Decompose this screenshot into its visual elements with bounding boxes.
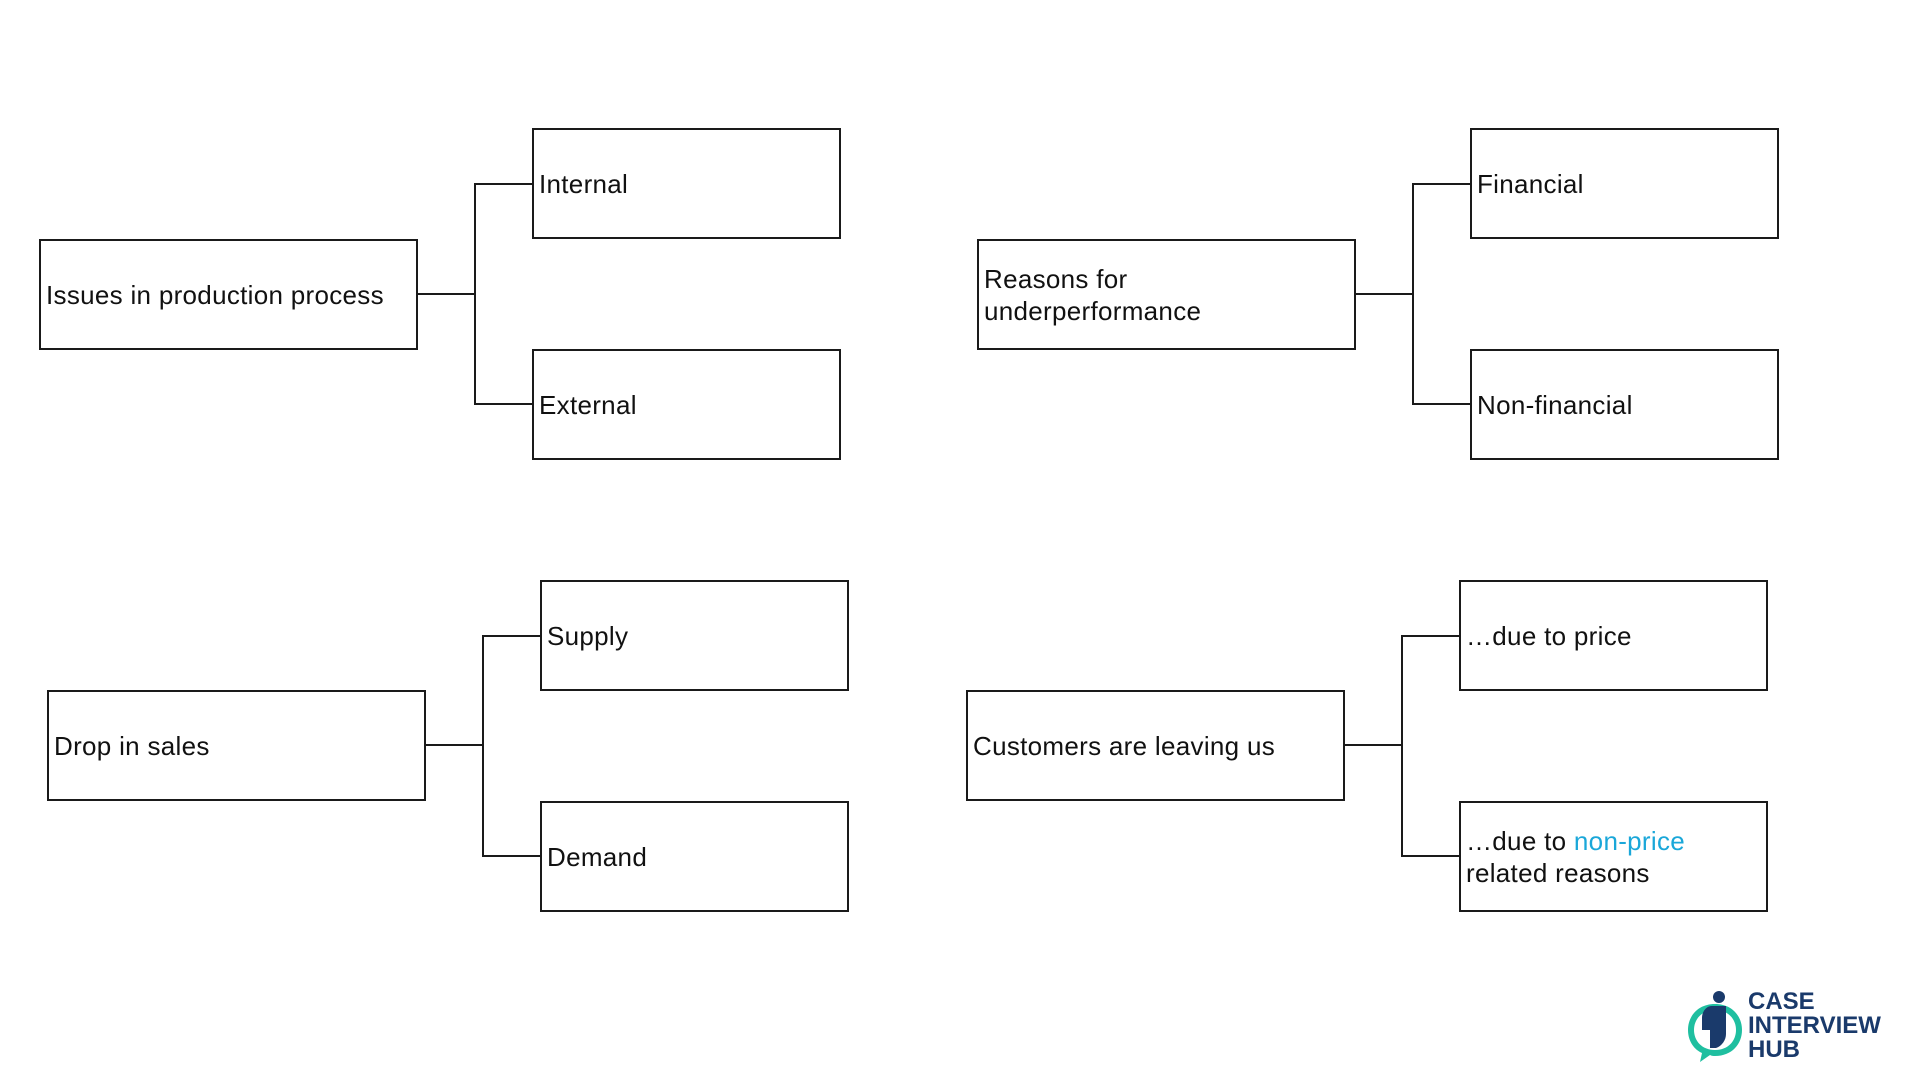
root-node-label: Customers are leaving us [973,730,1275,761]
root-node: Issues in production process [39,239,418,350]
root-node-label: Issues in production process [46,279,384,310]
root-node-label: Reasons for underperformance [984,263,1201,327]
connector [482,635,484,857]
connector [1401,635,1459,637]
root-node-label-line-2: underperformance [984,295,1202,326]
connector [1412,403,1470,405]
branch-node: Supply [540,580,849,691]
connector [1412,183,1414,405]
branch-node-label: Internal [539,168,629,199]
connector [1401,855,1459,857]
connector [418,293,476,295]
root-node-label-line-1: Reasons for [984,263,1128,294]
logo-line: INTERVIEW [1748,1012,1881,1039]
logo-line: CASE [1748,988,1815,1015]
logo-wordmark: CASE INTERVIEW HUB [1748,990,1881,1062]
connector [1356,293,1414,295]
branch-node-label: Financial [1477,168,1584,199]
connector [1401,635,1403,857]
branch-node-label: Non-financial [1477,389,1633,420]
brand-logo: CASE INTERVIEW HUB [1686,990,1908,1064]
connector [482,855,540,857]
branch-label-prefix: …due to [1466,825,1574,856]
branch-node-label: Demand [547,841,648,872]
connector [1412,183,1470,185]
case-interview-hub-logo-icon [1688,991,1742,1062]
branch-node: Demand [540,801,849,912]
root-node: Customers are leaving us [966,690,1345,801]
logo-line: HUB [1748,1036,1800,1063]
branch-node: Internal [532,128,841,239]
branch-node: …due to price [1459,580,1768,691]
branch-node: …due to non-price related reasons [1459,801,1768,912]
connector [474,183,532,185]
branch-node: External [532,349,841,460]
connector [474,183,476,405]
root-node-label: Drop in sales [54,730,210,761]
root-node: Drop in sales [47,690,426,801]
branch-label-highlight: non-price [1573,825,1686,856]
connector [1345,744,1403,746]
branch-node-label: External [539,389,637,420]
connector [482,635,540,637]
branch-node: Financial [1470,128,1779,239]
root-node: Reasons for underperformance [977,239,1356,350]
branch-node-label: …due to non-price related reasons [1466,825,1685,889]
branch-node-label: Supply [547,620,629,651]
connector [426,744,484,746]
branch-node: Non-financial [1470,349,1779,460]
connector [474,403,532,405]
branch-label-suffix: related reasons [1466,857,1650,888]
branch-node-label: …due to price [1466,620,1632,651]
